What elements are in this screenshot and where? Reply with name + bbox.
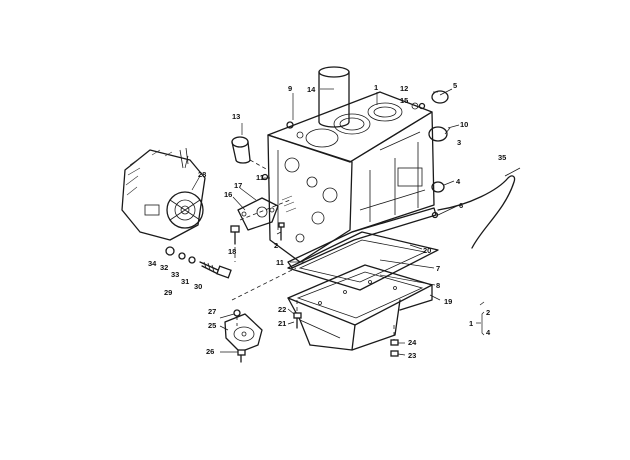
- bushing: [231, 136, 251, 164]
- group-legend-bracket: [476, 301, 485, 336]
- core-plugs: [428, 90, 449, 193]
- oil-pan-gasket: [287, 231, 439, 291]
- pump-housing: [121, 147, 206, 241]
- filter-cartridge: [318, 66, 350, 128]
- cylinder-block: [267, 91, 437, 269]
- oil-pan: [287, 264, 433, 351]
- oil-strainer: [224, 313, 263, 353]
- relief-valve-parts: [165, 246, 232, 279]
- drain-plug-bolts: [233, 102, 439, 363]
- assembly-dash-lines: [231, 159, 395, 340]
- leader-lines: [184, 88, 460, 356]
- side-cover: [237, 197, 279, 231]
- dipstick-pipe: [437, 167, 521, 249]
